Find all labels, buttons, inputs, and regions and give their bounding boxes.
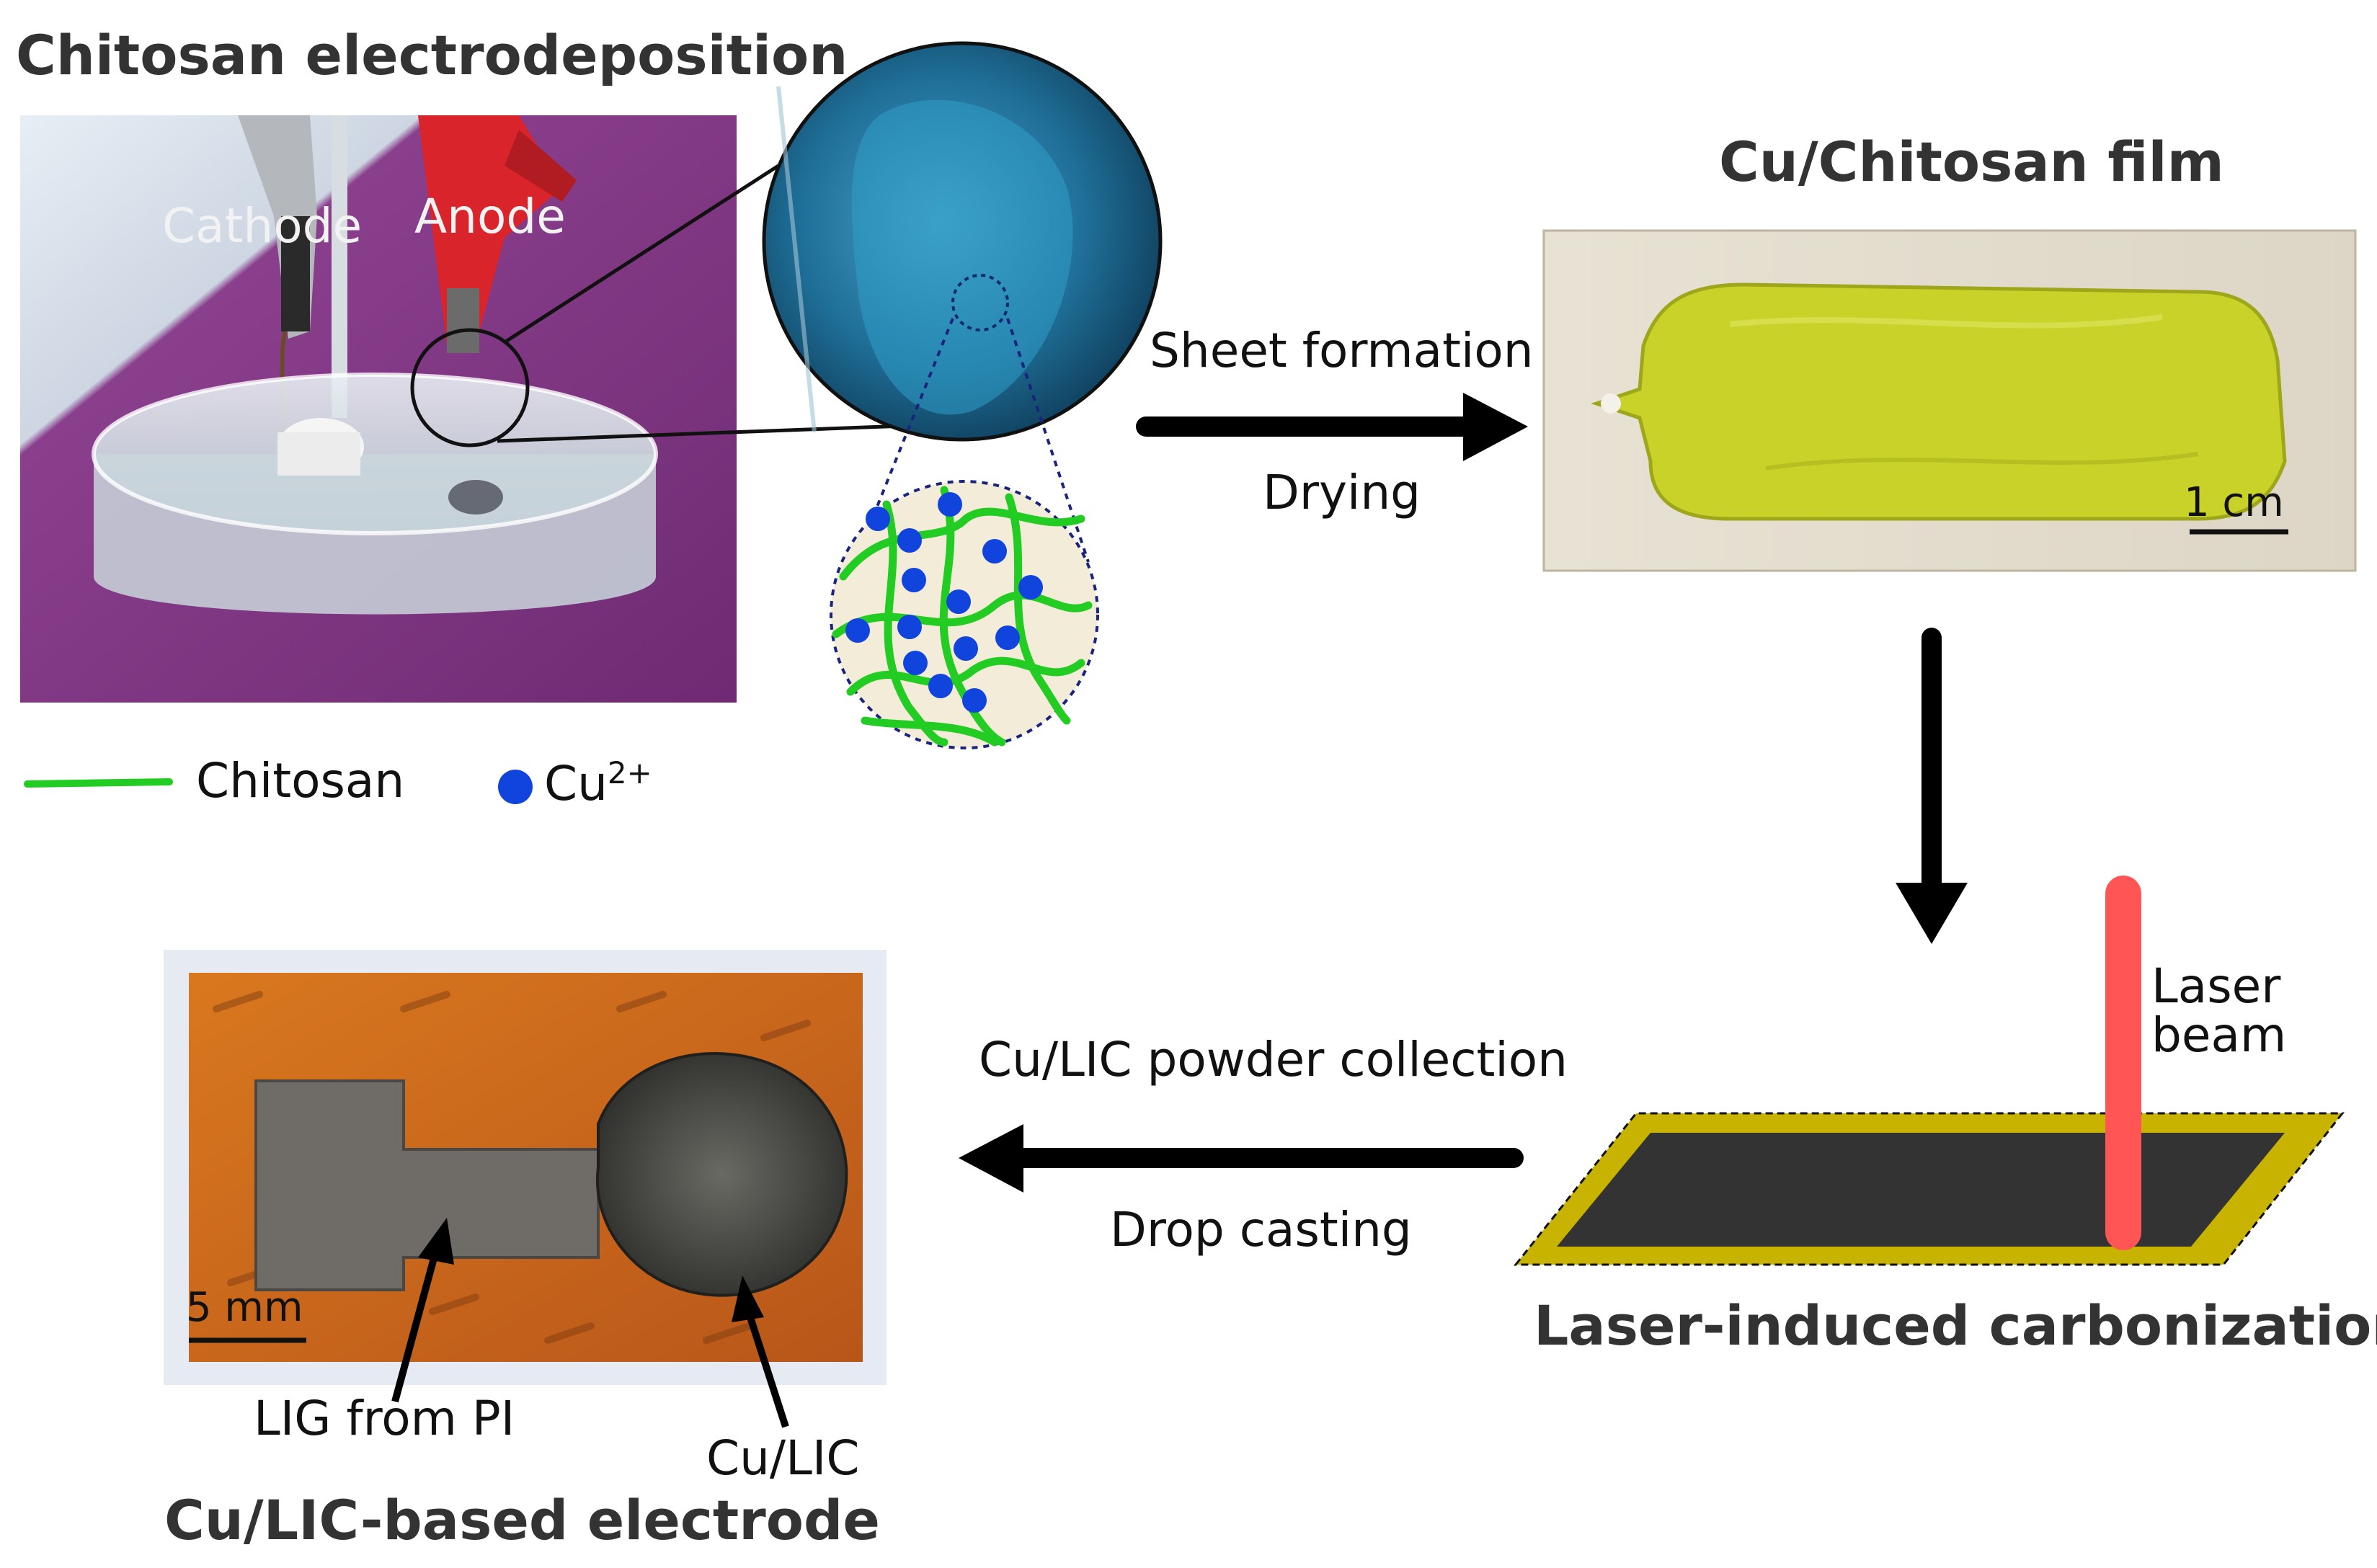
legend-chitosan-line xyxy=(24,778,173,788)
label-anode: Anode xyxy=(414,189,566,244)
callout-lig-label: LIG from PI xyxy=(254,1391,515,1446)
cu-chitosan-film-photo xyxy=(1542,229,2357,572)
laser-label-line2: beam xyxy=(2151,1007,2287,1063)
callout-lig-arrow xyxy=(391,1218,454,1403)
legend-cu-base: Cu xyxy=(544,756,608,811)
step-drop-casting: Drop casting xyxy=(1110,1202,1412,1257)
chitosan-network-schematic xyxy=(830,480,1099,749)
legend-cu-charge: 2+ xyxy=(607,755,652,790)
legend-cu-dot xyxy=(498,770,533,804)
step-powder-collection: Cu/LIC powder collection xyxy=(979,1032,1568,1087)
laser-carbonization-schematic xyxy=(1513,876,2345,1266)
laser-label-line1: Laser xyxy=(2151,958,2281,1014)
callout-cu-lic-label: Cu/LIC xyxy=(706,1430,860,1486)
film-scale-label: 1 cm xyxy=(2184,479,2284,526)
arrow-sheet-formation xyxy=(1136,393,1528,461)
magnified-chitosan-photo xyxy=(762,41,1163,442)
legend-cu-label: Cu2+ xyxy=(544,755,652,811)
title-electrode: Cu/LIC-based electrode xyxy=(164,1488,880,1552)
title-carbonization: Laser-induced carbonization xyxy=(1534,1293,2377,1358)
label-cathode: Cathode xyxy=(162,198,363,254)
callout-cu-lic-arrow xyxy=(732,1275,789,1428)
legend-chitosan-label: Chitosan xyxy=(196,753,405,808)
electrodeposition-photo xyxy=(20,115,737,703)
laser-beam-label: Laser beam xyxy=(2151,962,2286,1060)
electrode-scale-label: 5 mm xyxy=(186,1284,303,1331)
arrow-down xyxy=(1896,628,1968,944)
step-sheet-formation: Sheet formation xyxy=(1150,323,1534,378)
title-film: Cu/Chitosan film xyxy=(1719,130,2224,194)
arrow-powder-collection xyxy=(959,1124,1524,1193)
step-drying: Drying xyxy=(1263,465,1421,520)
title-electrodeposition: Chitosan electrodeposition xyxy=(16,23,848,87)
electrode-photo xyxy=(164,950,887,1385)
